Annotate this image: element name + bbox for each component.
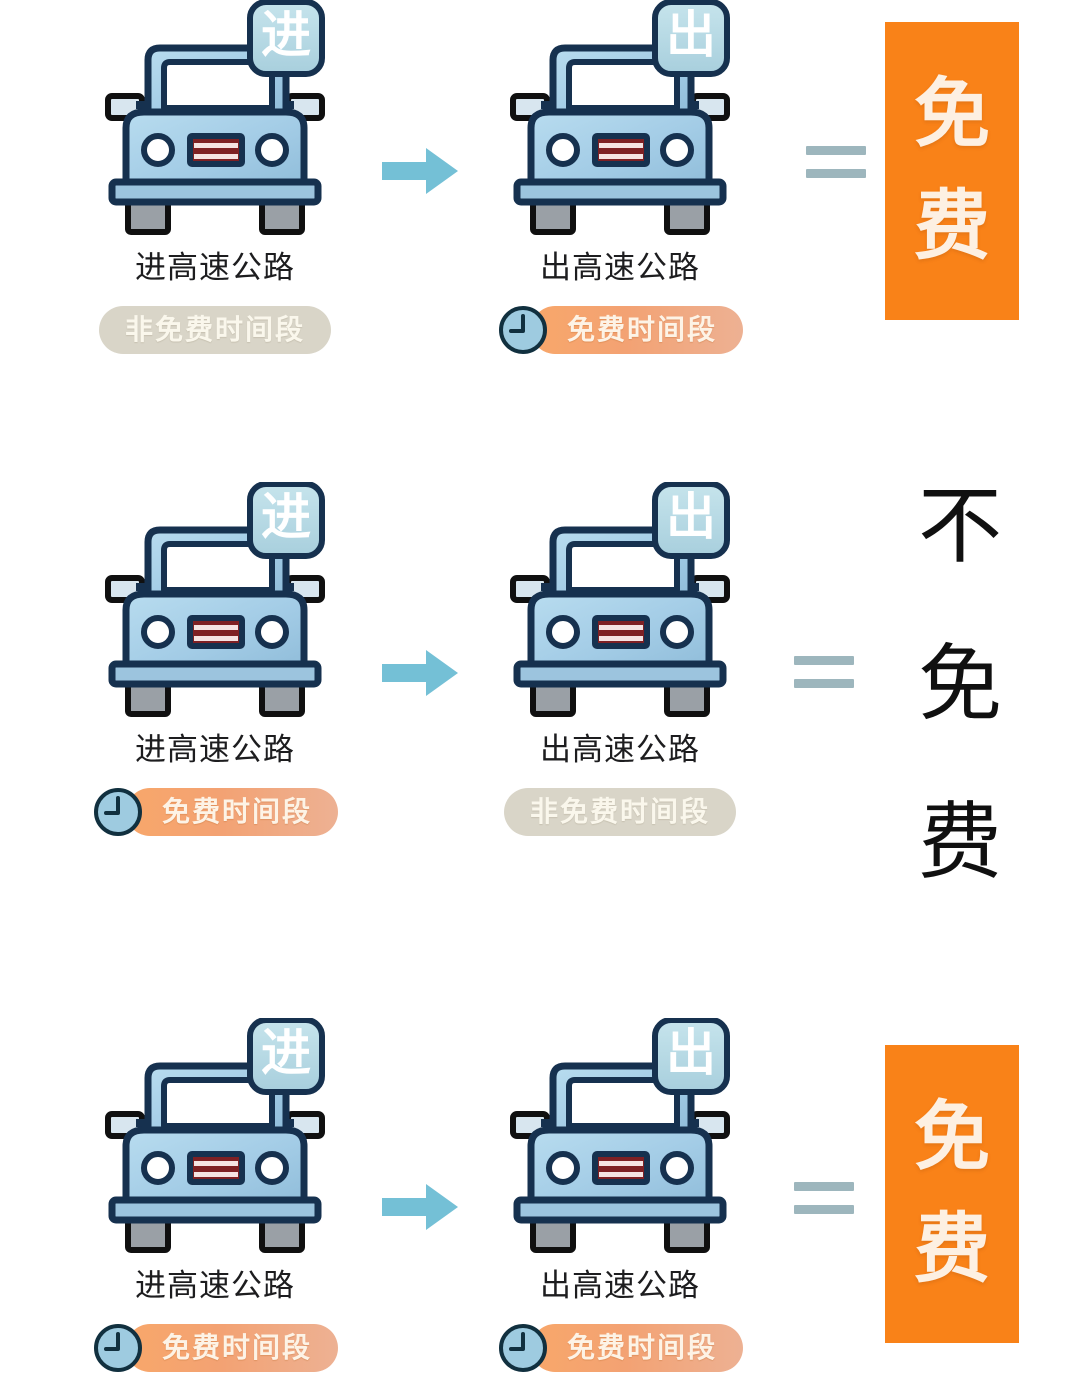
car-illustration-exit: 出 bbox=[495, 1018, 745, 1268]
entry-road-label: 进高速公路 bbox=[135, 250, 295, 285]
exit-time-badge: 免费时间段 bbox=[455, 1319, 785, 1377]
free-period-pill: 免费时间段 bbox=[125, 1324, 338, 1372]
entry-time-badge: 非免费时间段 bbox=[50, 301, 380, 359]
exit-case: 出 出高速公路 免费时间段 bbox=[455, 0, 785, 359]
entry-case: 进 进高速公路 非免费时间段 bbox=[50, 0, 380, 359]
result-char: 费 bbox=[914, 1207, 990, 1293]
notfree-period-pill: 非免费时间段 bbox=[503, 788, 736, 836]
exit-sign-text: 出 bbox=[666, 489, 716, 545]
clock-icon bbox=[497, 1322, 549, 1374]
free-period-pill: 免费时间段 bbox=[530, 306, 743, 354]
exit-sign-text: 出 bbox=[666, 7, 716, 63]
result-char: 费 bbox=[917, 795, 1002, 889]
entry-road-label: 进高速公路 bbox=[135, 1268, 295, 1303]
car-illustration-exit: 出 bbox=[495, 482, 745, 732]
result-char: 费 bbox=[914, 184, 990, 270]
entry-sign-text: 进 bbox=[261, 7, 311, 63]
equals-icon bbox=[794, 656, 854, 688]
entry-sign-text: 进 bbox=[261, 1025, 311, 1081]
clock-icon bbox=[92, 1322, 144, 1374]
entry-case: 进 进高速公路 免费时间段 bbox=[50, 482, 380, 841]
equals-icon bbox=[794, 1182, 854, 1214]
free-period-pill: 免费时间段 bbox=[530, 1324, 743, 1372]
arrow-right-icon bbox=[382, 148, 458, 194]
car-illustration-entry: 进 bbox=[90, 482, 340, 732]
result-not-free-text: 不 免 费 bbox=[900, 484, 1020, 884]
result-char: 免 bbox=[914, 71, 990, 157]
entry-case: 进 进高速公路 免费时间段 bbox=[50, 1018, 380, 1377]
rule-row-3: 进 进高速公路 免费时间段 bbox=[0, 960, 1080, 1398]
exit-road-label: 出高速公路 bbox=[540, 1268, 700, 1303]
exit-road-label: 出高速公路 bbox=[540, 732, 700, 767]
entry-time-badge: 免费时间段 bbox=[50, 1319, 380, 1377]
result-char: 不 bbox=[917, 479, 1002, 573]
arrow-right-icon bbox=[382, 1184, 458, 1230]
clock-icon bbox=[497, 304, 549, 356]
entry-sign-text: 进 bbox=[261, 489, 311, 545]
exit-time-badge: 免费时间段 bbox=[455, 301, 785, 359]
entry-road-label: 进高速公路 bbox=[135, 732, 295, 767]
result-free-box: 免 费 bbox=[885, 22, 1019, 320]
entry-time-badge: 免费时间段 bbox=[50, 783, 380, 841]
equals-icon bbox=[806, 146, 866, 178]
exit-road-label: 出高速公路 bbox=[540, 250, 700, 285]
car-illustration-entry: 进 bbox=[90, 1018, 340, 1268]
car-illustration-exit: 出 bbox=[495, 0, 745, 250]
result-char: 免 bbox=[914, 1094, 990, 1180]
result-free-box: 免 费 bbox=[885, 1045, 1019, 1343]
notfree-period-pill: 非免费时间段 bbox=[98, 306, 331, 354]
rule-row-1: 进 进高速公路 非免费时间段 bbox=[0, 0, 1080, 460]
clock-icon bbox=[92, 786, 144, 838]
rule-row-2: 进 进高速公路 免费时间段 bbox=[0, 460, 1080, 960]
car-illustration-entry: 进 bbox=[90, 0, 340, 250]
free-period-pill: 免费时间段 bbox=[125, 788, 338, 836]
exit-case: 出 出高速公路 非免费时间段 bbox=[455, 482, 785, 841]
exit-time-badge: 非免费时间段 bbox=[455, 783, 785, 841]
arrow-right-icon bbox=[382, 650, 458, 696]
exit-case: 出 出高速公路 免费时间段 bbox=[455, 1018, 785, 1377]
exit-sign-text: 出 bbox=[666, 1025, 716, 1081]
result-char: 免 bbox=[917, 637, 1002, 731]
